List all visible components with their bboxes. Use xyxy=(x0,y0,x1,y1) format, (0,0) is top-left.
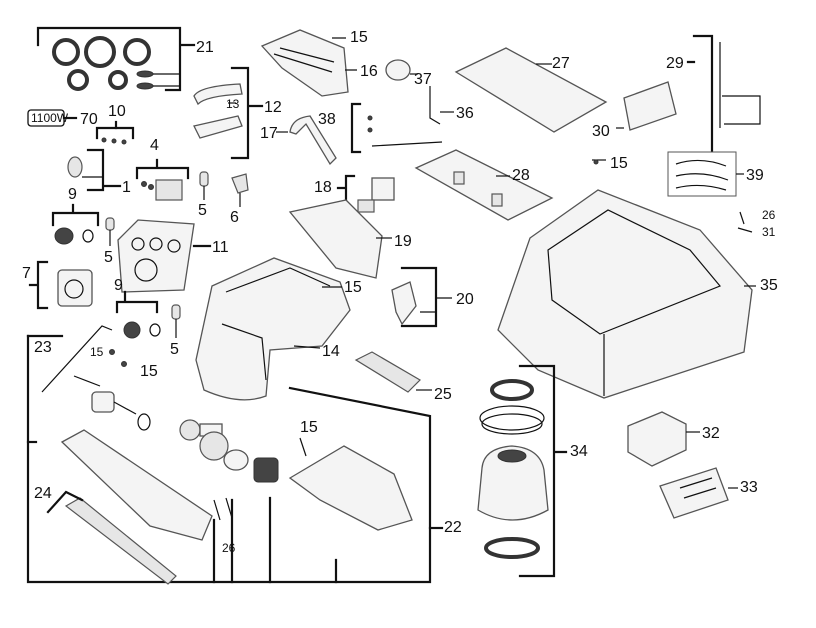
callout-10: 10 xyxy=(108,103,126,120)
part-6-clip xyxy=(231,173,249,207)
callout-23: 23 xyxy=(34,339,52,356)
callout-22: 22 xyxy=(444,519,462,536)
callout-26-a: 26 xyxy=(222,541,236,555)
part-21-seal-kit xyxy=(36,26,196,92)
callout-7: 7 xyxy=(22,265,31,282)
part-33-grille-cover xyxy=(659,467,738,519)
callout-35: 35 xyxy=(760,277,778,294)
callout-5-a: 5 xyxy=(198,202,207,219)
part-30-circuit-board xyxy=(616,81,677,131)
part-17-rod xyxy=(276,115,337,166)
callout-6: 6 xyxy=(230,209,239,226)
callout-21: 21 xyxy=(196,39,214,56)
callout-38: 38 xyxy=(318,111,336,128)
part-9-knob-set-b xyxy=(115,290,161,339)
callout-28: 28 xyxy=(512,167,530,184)
part-34-motor-assembly xyxy=(477,364,568,578)
rating-label-text: 1100W xyxy=(31,111,69,125)
part-19-cover xyxy=(288,199,392,279)
part-24-base-tray xyxy=(46,429,213,585)
callout-15-f: 15 xyxy=(610,155,628,172)
callout-labels: 21 10 70 4 1 9 5 6 5 11 7 9 5 13 12 15 1… xyxy=(22,29,778,555)
bracket-23-22 xyxy=(26,325,444,584)
callout-12: 12 xyxy=(264,99,282,116)
part-20-latch xyxy=(391,266,452,328)
part-25-filter-cartridge xyxy=(354,351,432,393)
part-23-valve-assembly xyxy=(73,349,151,431)
part-29-rod-assembly xyxy=(686,34,761,158)
callout-1: 1 xyxy=(122,179,131,196)
part-9-knob-set-a xyxy=(51,203,100,245)
part-5-fastener-b xyxy=(105,217,115,246)
part-18-switch xyxy=(336,174,395,218)
part-37-cable-coil xyxy=(385,59,418,81)
callout-15-d: 15 xyxy=(90,345,104,359)
callout-26-b: 26 xyxy=(762,208,776,222)
callout-25: 25 xyxy=(434,386,452,403)
callout-9-b: 9 xyxy=(114,277,123,294)
callout-14: 14 xyxy=(322,343,340,360)
part-70-rating-label: 1100W xyxy=(27,109,78,127)
part-1-knob xyxy=(67,148,122,192)
part-38-screws xyxy=(350,102,443,154)
callout-11: 11 xyxy=(212,239,229,256)
callout-4: 4 xyxy=(150,137,159,154)
part-27-filter-mat xyxy=(454,47,608,133)
callout-19: 19 xyxy=(394,233,412,250)
part-hose-fittings xyxy=(179,419,279,483)
callout-37: 37 xyxy=(414,71,432,88)
callout-15-c: 15 xyxy=(140,363,158,380)
callout-30: 30 xyxy=(592,123,610,140)
callout-29: 29 xyxy=(666,55,684,72)
part-26-screws-lower xyxy=(213,497,233,521)
callout-15-b: 15 xyxy=(344,279,362,296)
callout-5-b: 5 xyxy=(104,249,113,266)
callout-5-c: 5 xyxy=(170,341,179,358)
part-7-socket xyxy=(28,260,93,310)
part-22-nozzle xyxy=(288,437,413,531)
callout-34: 34 xyxy=(570,443,588,460)
part-15-screw-right xyxy=(592,159,606,165)
part-16-top-grille xyxy=(260,29,357,97)
callout-9-a: 9 xyxy=(68,186,77,203)
part-14-upper-housing xyxy=(195,257,351,401)
part-4-latch-set xyxy=(135,158,190,201)
part-10-screws xyxy=(95,120,135,145)
part-32-filter-block xyxy=(627,411,700,467)
callout-24: 24 xyxy=(34,485,52,502)
callout-15-a: 15 xyxy=(350,29,368,46)
callout-20: 20 xyxy=(456,291,474,308)
part-28-switch-set xyxy=(414,149,554,221)
callout-33: 33 xyxy=(740,479,758,496)
part-35-lower-housing xyxy=(497,189,756,399)
callout-39: 39 xyxy=(746,167,764,184)
callout-31: 31 xyxy=(762,225,776,239)
part-5-fastener-c xyxy=(171,304,181,338)
callout-36: 36 xyxy=(456,105,474,122)
callout-32: 32 xyxy=(702,425,720,442)
callout-15-e: 15 xyxy=(300,419,318,436)
part-12-handle xyxy=(193,66,264,160)
callout-18: 18 xyxy=(314,179,332,196)
callout-16: 16 xyxy=(360,63,378,80)
part-39-cable-bundle xyxy=(667,151,744,197)
callout-13: 13 xyxy=(226,97,240,111)
part-11-control-panel xyxy=(117,219,212,293)
part-26-31-screws xyxy=(737,211,753,233)
callout-17: 17 xyxy=(260,125,278,142)
part-36-sensor xyxy=(429,86,454,125)
part-5-fastener-a xyxy=(199,171,209,200)
callout-27: 27 xyxy=(552,55,570,72)
callout-70: 70 xyxy=(80,111,98,128)
